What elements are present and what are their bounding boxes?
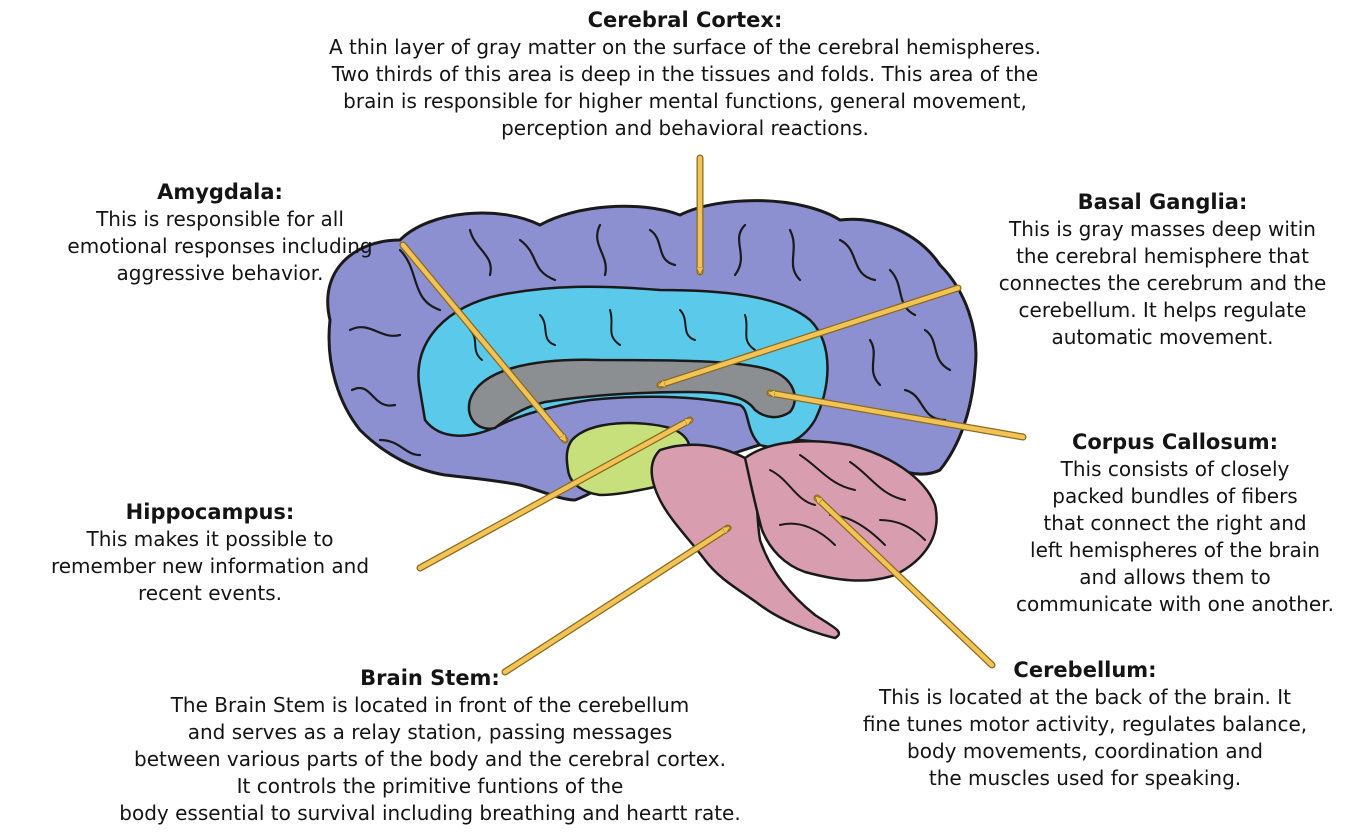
label-hippocampus: Hippocampus: This makes it possible to r… (5, 498, 415, 607)
amygdala-description: This is responsible for all emotional re… (40, 206, 400, 287)
cerebral-cortex-title: Cerebral Cortex: (245, 6, 1125, 34)
hippocampus-title: Hippocampus: (5, 498, 415, 526)
corpus-callosum-description: This consists of closely packed bundles … (985, 456, 1365, 618)
label-basal-ganglia: Basal Ganglia: This is gray masses deep … (960, 188, 1365, 351)
arrow-brain-stem (505, 528, 728, 672)
label-corpus-callosum: Corpus Callosum: This consists of closel… (985, 428, 1365, 618)
label-amygdala: Amygdala: This is responsible for all em… (40, 178, 400, 287)
basal-ganglia-description: This is gray masses deep witin the cereb… (960, 216, 1365, 351)
brain-stem-description: The Brain Stem is located in front of th… (10, 692, 850, 827)
corpus-callosum-title: Corpus Callosum: (985, 428, 1365, 456)
cerebral-cortex-description: A thin layer of gray matter on the surfa… (245, 34, 1125, 142)
amygdala-title: Amygdala: (40, 178, 400, 206)
label-cerebral-cortex: Cerebral Cortex: A thin layer of gray ma… (245, 6, 1125, 142)
label-brain-stem: Brain Stem: The Brain Stem is located in… (10, 664, 850, 827)
hippocampus-description: This makes it possible to remember new i… (5, 526, 415, 607)
label-cerebellum: Cerebellum: This is located at the back … (805, 656, 1365, 792)
cerebellum-title: Cerebellum: (805, 656, 1365, 684)
cerebellum-description: This is located at the back of the brain… (805, 684, 1365, 792)
basal-ganglia-title: Basal Ganglia: (960, 188, 1365, 216)
brain-stem-title: Brain Stem: (10, 664, 850, 692)
